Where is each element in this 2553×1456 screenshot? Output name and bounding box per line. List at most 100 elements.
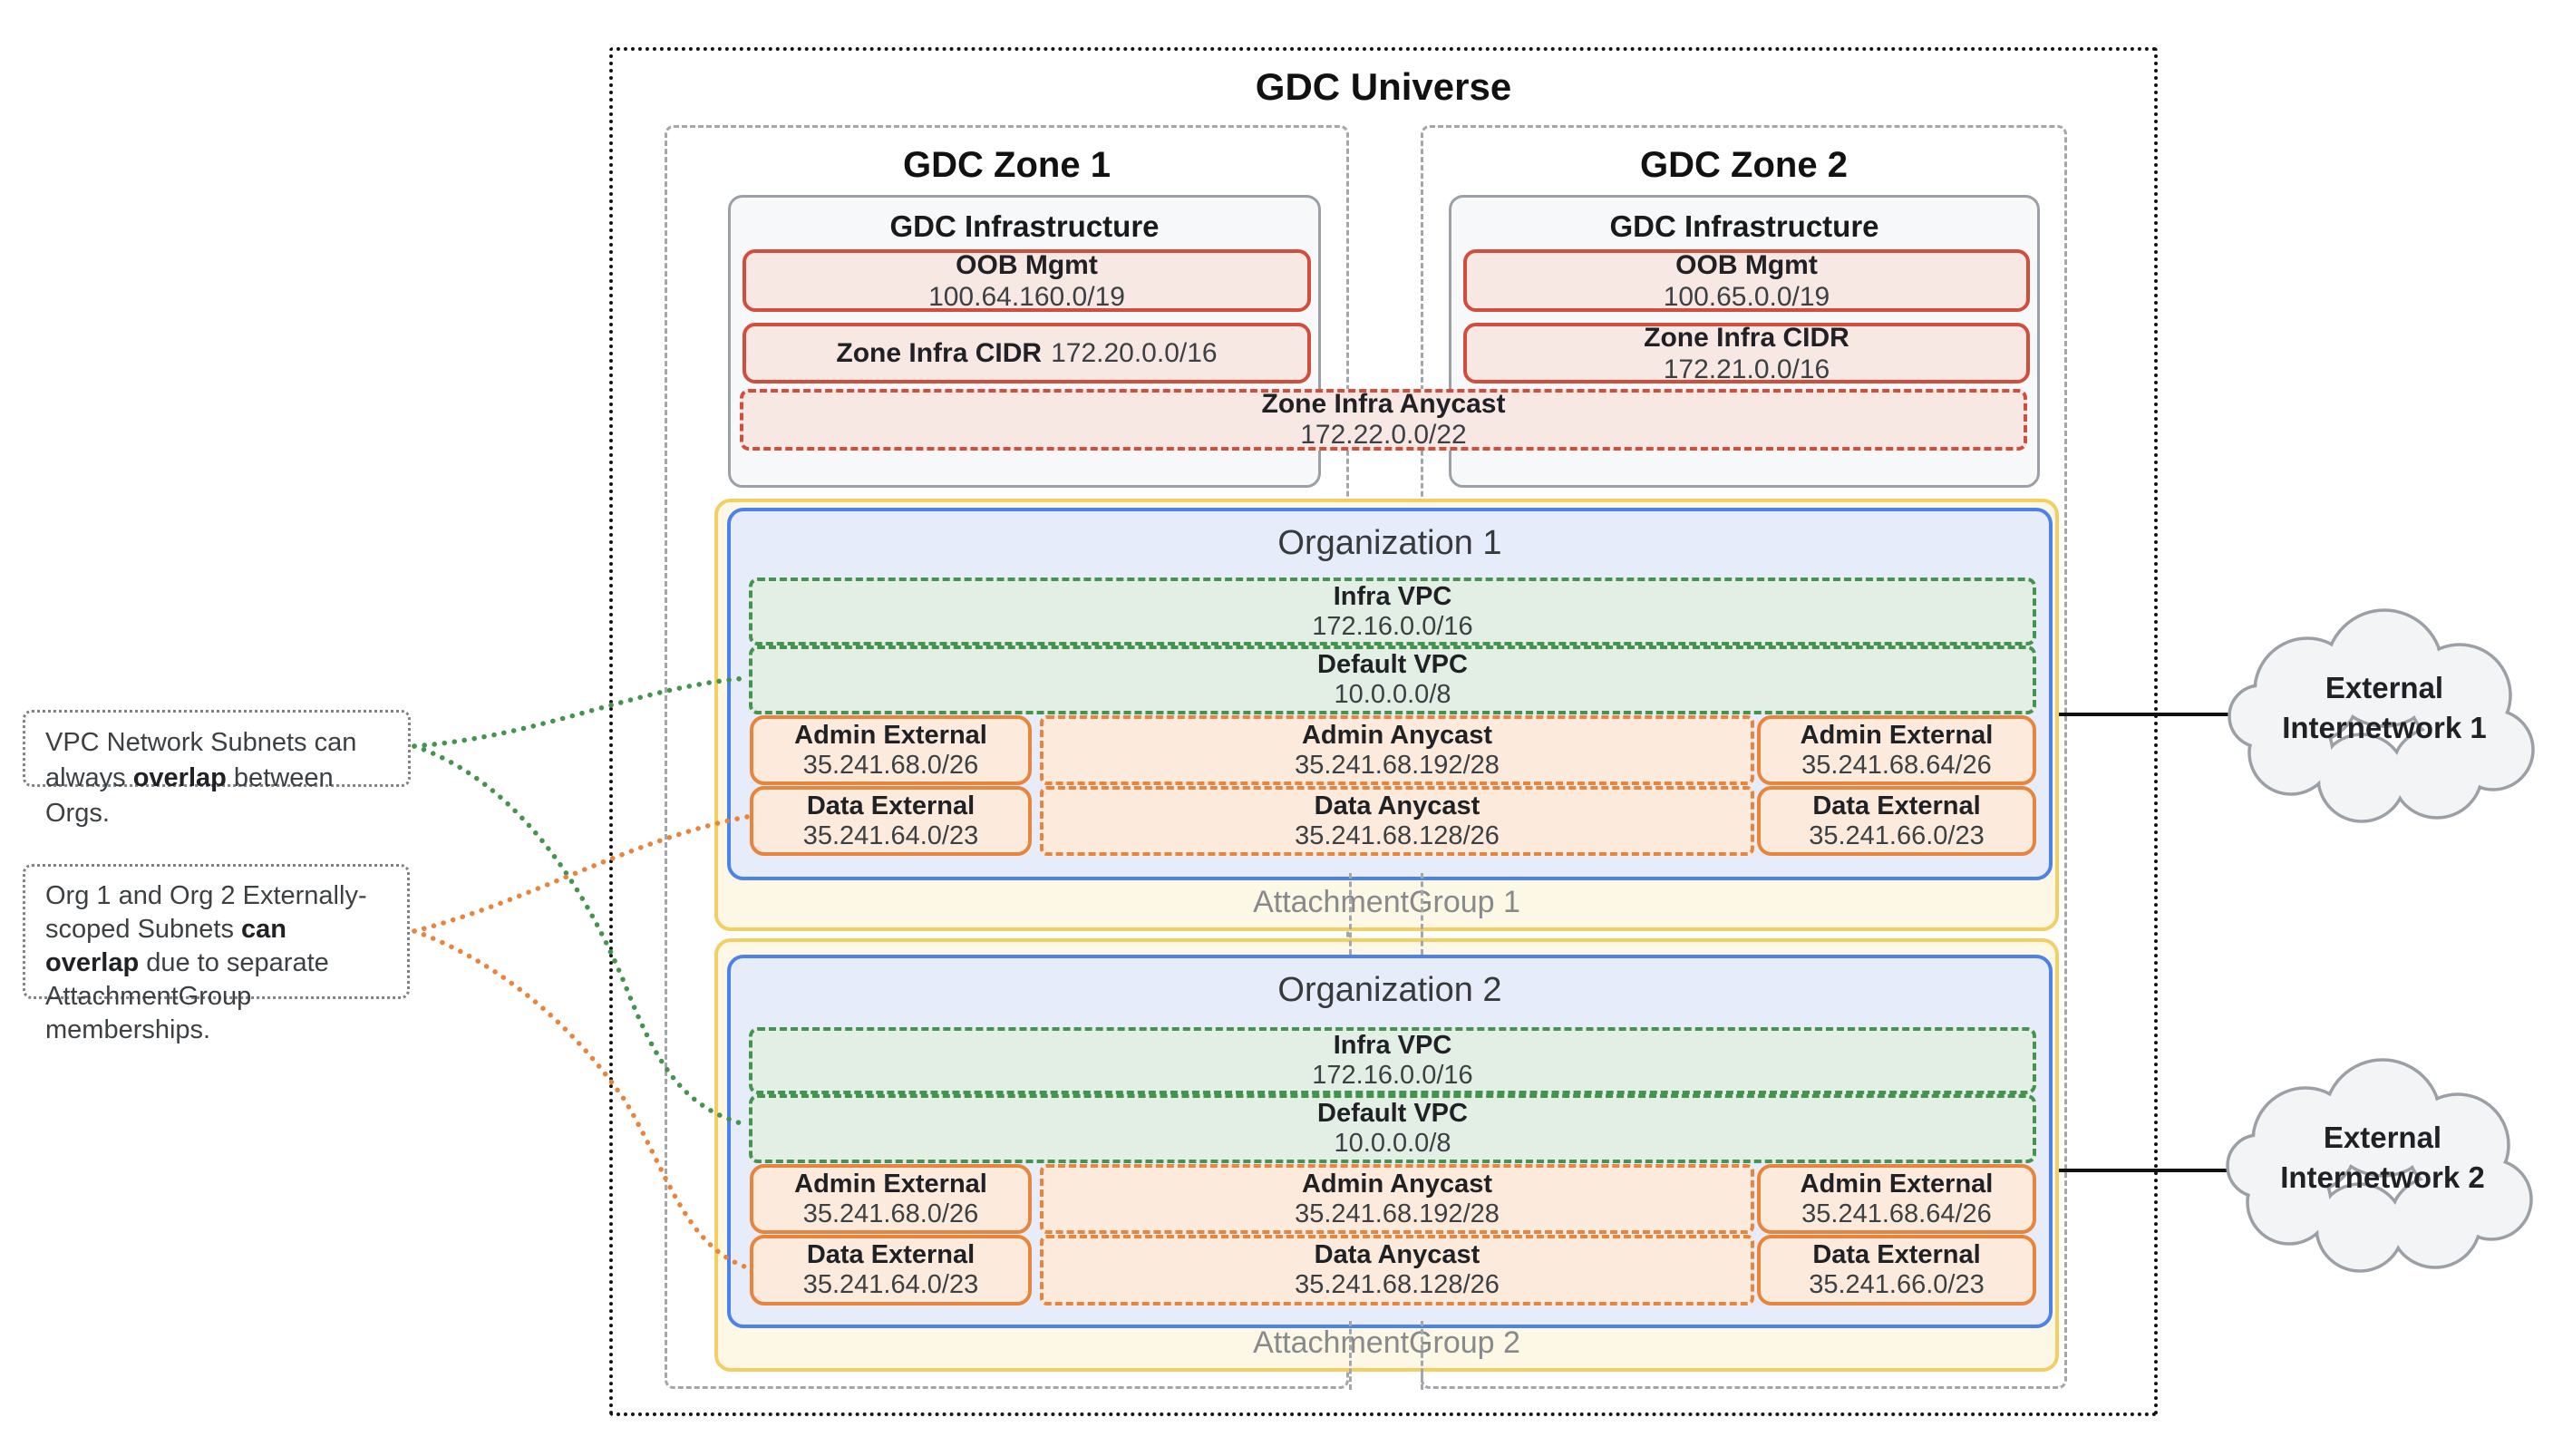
subnet-label: Data External: [1812, 791, 1981, 820]
note-text: VPC Network Subnets can always: [45, 728, 357, 792]
subnet-admin-anycast-org-1: Admin Anycast 35.241.68.192/28: [1040, 715, 1754, 785]
cloud-2-line2: Internetwork 2: [2280, 1160, 2485, 1194]
subnet-cidr: 35.241.64.0/23: [802, 1270, 979, 1299]
subnet-label: Admin External: [794, 720, 987, 750]
gdc-zone-2-title: GDC Zone 2: [1640, 145, 1848, 185]
zone-2-border-segment: [1421, 1321, 1423, 1390]
note-bold-text: overlap: [132, 763, 227, 792]
subnet-label: Data External: [806, 791, 976, 820]
zone-infra-cidr-box-zone-1: Zone Infra CIDR 172.20.0.0/16: [743, 323, 1311, 383]
attachment-group-1-box: AttachmentGroup 1 Organization 1 Infra V…: [714, 499, 2059, 931]
zone-infra-cidr-value: 172.21.0.0/16: [1663, 354, 1830, 384]
cloud-2-line1: External: [2323, 1121, 2442, 1154]
subnet-data-external-right-org-2: Data External 35.241.66.0/23: [1757, 1235, 2036, 1306]
subnet-data-anycast-org-2: Data Anycast 35.241.68.128/26: [1040, 1235, 1754, 1306]
subnet-data-external-right-org-1: Data External 35.241.66.0/23: [1757, 786, 2036, 856]
cloud-shape: [2226, 1058, 2533, 1273]
default-vpc-box-org-1: Default VPC 10.0.0.0/8: [749, 645, 2036, 714]
subnet-cidr: 35.241.66.0/23: [1809, 820, 1985, 850]
default-vpc-label: Default VPC: [1317, 1099, 1468, 1128]
subnet-data-external-left-org-1: Data External 35.241.64.0/23: [750, 786, 1032, 856]
default-vpc-cidr: 10.0.0.0/8: [1334, 1129, 1451, 1158]
subnet-cidr: 35.241.68.64/26: [1801, 1199, 1992, 1228]
organization-1-box: Organization 1 Infra VPC 172.16.0.0/16 D…: [727, 508, 2053, 880]
infrastructure-title-zone-2: GDC Infrastructure: [1609, 209, 1879, 243]
note-bold-text: can overlap: [45, 915, 287, 977]
subnet-label: Admin Anycast: [1301, 720, 1493, 750]
note-text: due to separate AttachmentGroup membersh…: [45, 948, 329, 1044]
subnet-label: Admin Anycast: [1301, 1169, 1493, 1199]
subnet-label: Data External: [1812, 1240, 1981, 1269]
infra-vpc-cidr: 172.16.0.0/16: [1312, 611, 1473, 641]
oob-mgmt-box-zone-1: OOB Mgmt 100.64.160.0/19: [743, 249, 1311, 312]
organization-2-title: Organization 2: [1277, 971, 1502, 1009]
link-org1-internetwork-1: [2059, 713, 2237, 716]
subnet-cidr: 35.241.68.192/28: [1295, 1199, 1500, 1228]
organization-1-title: Organization 1: [1277, 524, 1502, 562]
gdc-zone-1-title: GDC Zone 1: [903, 145, 1111, 185]
infra-vpc-cidr: 172.16.0.0/16: [1312, 1061, 1473, 1090]
cloud-1-line2: Internetwork 1: [2282, 711, 2487, 744]
zone-1-border-segment: [1349, 873, 1352, 955]
infrastructure-box-zone-1: GDC Infrastructure OOB Mgmt 100.64.160.0…: [728, 195, 1321, 488]
subnet-label: Data External: [806, 1240, 976, 1269]
subnet-admin-external-left-org-2: Admin External 35.241.68.0/26: [750, 1164, 1032, 1234]
subnet-admin-external-right-org-2: Admin External 35.241.68.64/26: [1757, 1164, 2036, 1234]
infrastructure-title-zone-1: GDC Infrastructure: [889, 209, 1160, 243]
attachment-group-1-label: AttachmentGroup 1: [1253, 885, 1520, 919]
oob-mgmt-label: OOB Mgmt: [956, 249, 1098, 280]
subnet-label: Data Anycast: [1314, 1240, 1480, 1269]
cloud-external-internetwork-1: External Internetwork 1: [2226, 600, 2543, 838]
default-vpc-label: Default VPC: [1317, 650, 1468, 679]
subnet-cidr: 35.241.68.0/26: [802, 750, 979, 780]
subnet-cidr: 35.241.68.0/26: [802, 1199, 979, 1228]
zone-infra-cidr-label: Zone Infra CIDR: [1644, 322, 1849, 353]
oob-mgmt-cidr: 100.64.160.0/19: [928, 281, 1125, 312]
subnet-label: Admin External: [1800, 1169, 1994, 1199]
subnet-cidr: 35.241.68.128/26: [1295, 820, 1500, 850]
zone-infra-cidr-box-zone-2: Zone Infra CIDR 172.21.0.0/16: [1463, 322, 2030, 384]
subnet-cidr: 35.241.64.0/23: [802, 820, 979, 850]
zone-infra-anycast-box: Zone Infra Anycast 172.22.0.0/22: [740, 389, 2027, 451]
subnet-admin-anycast-org-2: Admin Anycast 35.241.68.192/28: [1040, 1164, 1754, 1234]
default-vpc-cidr: 10.0.0.0/8: [1334, 680, 1451, 709]
subnet-admin-external-right-org-1: Admin External 35.241.68.64/26: [1757, 715, 2036, 785]
subnet-data-anycast-org-1: Data Anycast 35.241.68.128/26: [1040, 786, 1754, 856]
zone-infra-anycast-cidr: 172.22.0.0/22: [1300, 420, 1467, 450]
subnet-admin-external-left-org-1: Admin External 35.241.68.0/26: [750, 715, 1032, 785]
gdc-universe-title: GDC Universe: [1255, 65, 1512, 108]
oob-mgmt-label: OOB Mgmt: [1675, 249, 1818, 280]
zone-infra-cidr-value: 172.20.0.0/16: [1051, 338, 1218, 368]
note-text: between Orgs.: [45, 763, 334, 828]
cloud-1-label: External Internetwork 1: [2226, 600, 2543, 816]
attachment-group-2-box: AttachmentGroup 2 Organization 2 Infra V…: [714, 938, 2059, 1372]
zone-2-border-segment: [1421, 873, 1423, 955]
zone-infra-cidr-label: Zone Infra CIDR: [836, 338, 1043, 368]
link-org2-internetwork-2: [2059, 1169, 2236, 1172]
oob-mgmt-box-zone-2: OOB Mgmt 100.65.0.0/19: [1463, 249, 2030, 312]
cloud-external-internetwork-2: External Internetwork 2: [2224, 1050, 2541, 1287]
infra-vpc-box-org-2: Infra VPC 172.16.0.0/16: [749, 1027, 2036, 1094]
default-vpc-box-org-2: Default VPC 10.0.0.0/8: [749, 1094, 2036, 1163]
organization-2-box: Organization 2 Infra VPC 172.16.0.0/16 D…: [727, 955, 2053, 1328]
infra-vpc-label: Infra VPC: [1333, 1031, 1452, 1060]
note-externally-scoped-overlap: Org 1 and Org 2 Externally-scoped Subnet…: [23, 864, 410, 1044]
subnet-label: Admin External: [1800, 720, 1994, 750]
subnet-cidr: 35.241.68.64/26: [1801, 750, 1992, 780]
attachment-group-2-label: AttachmentGroup 2: [1253, 1325, 1520, 1360]
note-text: Org 1 and Org 2 Externally-scoped Subnet…: [45, 881, 367, 944]
subnet-label: Data Anycast: [1314, 791, 1480, 820]
infra-vpc-box-org-1: Infra VPC 172.16.0.0/16: [749, 578, 2036, 645]
zone-infra-anycast-label: Zone Infra Anycast: [1261, 389, 1506, 419]
note-vpc-overlap: VPC Network Subnets can always overlap b…: [23, 710, 411, 828]
subnet-cidr: 35.241.68.128/26: [1295, 1270, 1500, 1299]
zone-1-border-segment: [1349, 1321, 1352, 1390]
subnet-label: Admin External: [794, 1169, 987, 1199]
cloud-2-label: External Internetwork 2: [2224, 1050, 2541, 1266]
infra-vpc-label: Infra VPC: [1333, 581, 1452, 611]
oob-mgmt-cidr: 100.65.0.0/19: [1663, 281, 1830, 312]
subnet-cidr: 35.241.66.0/23: [1809, 1270, 1985, 1299]
subnet-data-external-left-org-2: Data External 35.241.64.0/23: [750, 1235, 1032, 1306]
cloud-shape: [2228, 608, 2535, 823]
